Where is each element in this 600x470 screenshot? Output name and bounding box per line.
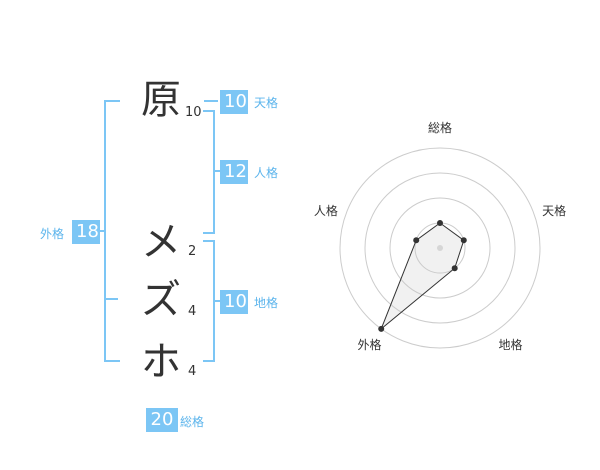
gaikaku-badge: 18 <box>72 220 100 244</box>
tenkaku-badge: 10 <box>220 90 248 114</box>
gaikaku-bracket <box>104 100 120 362</box>
stroke-count-2: 2 <box>188 244 197 259</box>
soukaku-label: 総格 <box>180 415 205 429</box>
jinkaku-bracket <box>203 110 215 234</box>
radar-center <box>437 245 443 251</box>
radar-point-1 <box>437 220 443 226</box>
name-char-3: ズ <box>141 277 181 323</box>
radar-axis-label-3: 地格 <box>499 337 523 352</box>
radar-ring-2 <box>389 197 491 299</box>
chikaku-badge: 10 <box>220 290 248 314</box>
radar-axis-label-5: 人格 <box>314 203 338 218</box>
radar-axis-label-2: 天格 <box>542 203 566 218</box>
stroke-count-4: 4 <box>188 364 197 379</box>
gaikaku-connector <box>99 230 106 232</box>
gaikaku-label: 外格 <box>40 227 65 241</box>
name-char-2: メ <box>141 219 181 265</box>
name-char-1: 原 <box>141 77 181 123</box>
soukaku-badge: 20 <box>146 408 178 432</box>
stroke-count-3: 4 <box>188 304 197 319</box>
radar-axis-label-1: 総格 <box>428 120 452 135</box>
radar-ring-3 <box>364 172 516 324</box>
radar-axis-label-4: 外格 <box>357 337 381 352</box>
chikaku-label: 地格 <box>254 296 279 310</box>
jinkaku-connector <box>213 170 220 172</box>
gaikaku-bracket-mid-tick <box>104 298 118 300</box>
name-char-4: ホ <box>141 339 181 385</box>
stroke-count-1: 10 <box>185 105 202 120</box>
jinkaku-badge: 12 <box>220 160 248 184</box>
jinkaku-label: 人格 <box>254 166 279 180</box>
tenkaku-tick <box>204 100 218 102</box>
radar-shape <box>380 222 465 330</box>
radar-point-5 <box>413 237 420 244</box>
tenkaku-label: 天格 <box>254 96 279 110</box>
radar-ring-4 <box>339 147 541 349</box>
radar-point-2 <box>460 237 467 244</box>
radar-point-4 <box>378 325 385 332</box>
chikaku-connector <box>213 300 220 302</box>
radar-point-3 <box>451 265 458 272</box>
